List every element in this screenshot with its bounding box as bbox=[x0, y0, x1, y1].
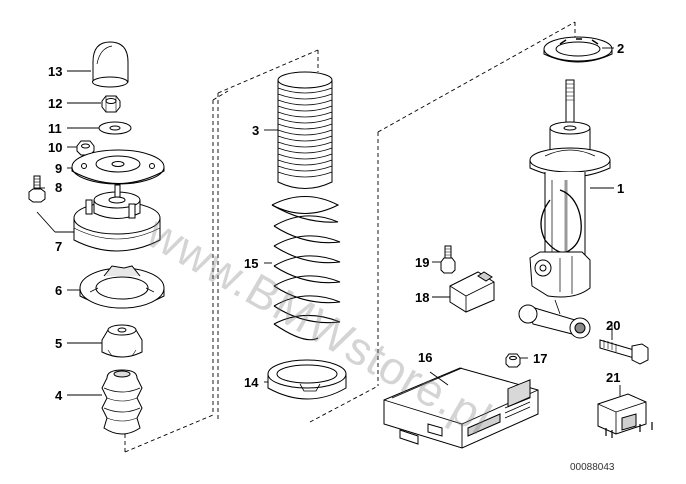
callout-6: 6 bbox=[55, 283, 63, 298]
part-6-spring-seat bbox=[79, 265, 165, 309]
part-20-bolt bbox=[599, 339, 649, 365]
dashed-frame-left bbox=[124, 90, 229, 453]
dashed-frame-right bbox=[377, 21, 576, 133]
part-3-dust-boot bbox=[277, 71, 333, 189]
part-4-auxiliary-spring bbox=[101, 369, 143, 435]
leader-lines bbox=[34, 47, 621, 396]
callout-12: 12 bbox=[48, 96, 63, 111]
callout-4: 4 bbox=[55, 388, 63, 403]
dashed-frame-middle bbox=[217, 49, 379, 423]
part-16-control-unit bbox=[383, 367, 539, 449]
callout-10: 10 bbox=[48, 140, 63, 155]
part-21-relay bbox=[597, 393, 653, 438]
part-10-nut bbox=[76, 140, 95, 156]
callout-3: 3 bbox=[252, 123, 260, 138]
callout-1: 1 bbox=[617, 181, 625, 196]
callout-14: 14 bbox=[244, 375, 259, 390]
part-8-screw bbox=[28, 175, 46, 203]
callout-9: 9 bbox=[55, 161, 63, 176]
callout-16: 16 bbox=[418, 350, 433, 365]
callout-17: 17 bbox=[533, 351, 548, 366]
callout-18: 18 bbox=[415, 290, 430, 305]
callout-13: 13 bbox=[48, 64, 63, 79]
part-13-cap bbox=[92, 41, 129, 88]
callout-20: 20 bbox=[606, 318, 621, 333]
part-15-coil-spring bbox=[271, 196, 341, 341]
callout-15: 15 bbox=[244, 256, 259, 271]
callout-7: 7 bbox=[55, 239, 63, 254]
part-14-spring-pad bbox=[267, 359, 347, 400]
part-9-support-plate bbox=[71, 149, 165, 185]
part-2-upper-ring bbox=[543, 36, 613, 63]
part-17-nut bbox=[505, 353, 521, 368]
callout-19: 19 bbox=[415, 255, 430, 270]
part-7-strut-mount bbox=[73, 184, 161, 252]
callout-8: 8 bbox=[55, 180, 63, 195]
part-5-bump-stop bbox=[101, 324, 143, 358]
part-11-washer bbox=[98, 121, 132, 135]
callout-5: 5 bbox=[55, 336, 63, 351]
callout-21: 21 bbox=[606, 370, 621, 385]
part-19-screw bbox=[440, 245, 456, 274]
part-12-nut bbox=[101, 95, 121, 113]
callout-2: 2 bbox=[617, 41, 625, 56]
diagram-id: 00088043 bbox=[570, 462, 615, 473]
part-1-shock-absorber bbox=[518, 79, 611, 339]
part-18-sensor bbox=[449, 271, 495, 313]
callout-11: 11 bbox=[48, 121, 62, 136]
